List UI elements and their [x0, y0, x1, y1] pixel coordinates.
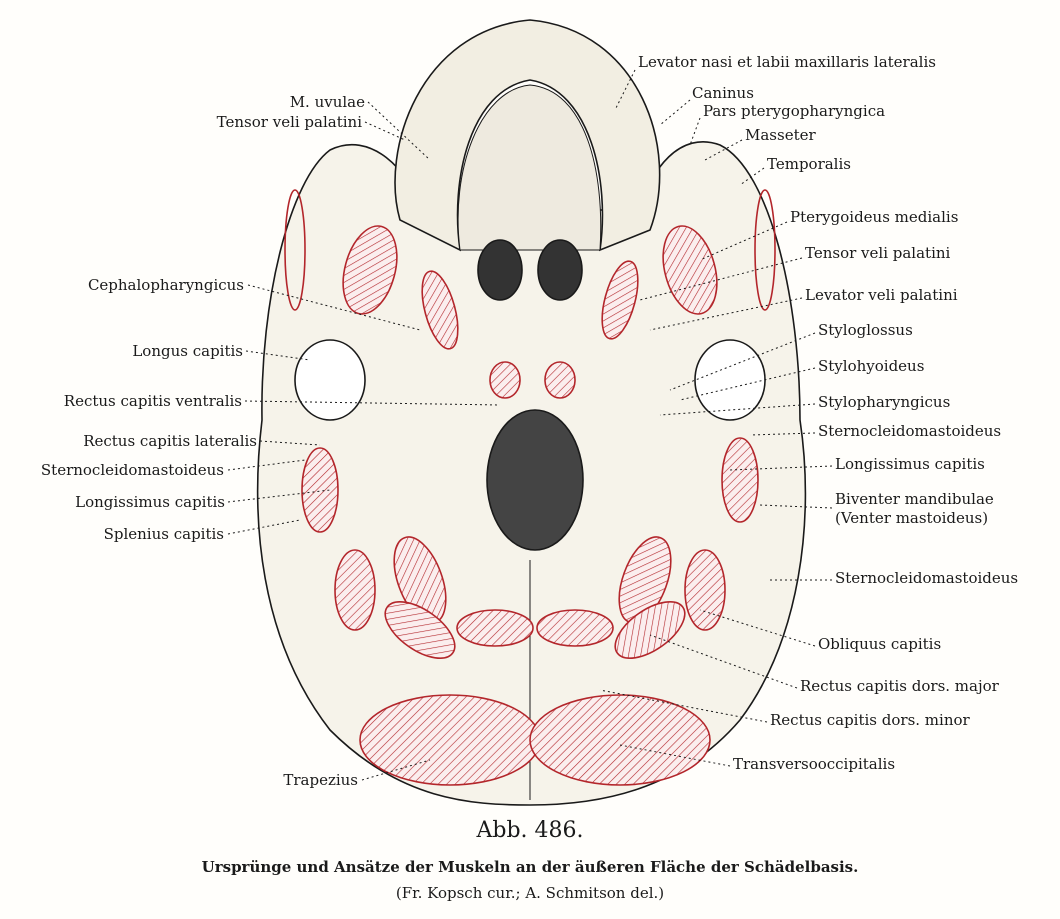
muscle-area [342, 225, 398, 315]
muscle-area [601, 260, 639, 340]
choana-left [477, 239, 523, 301]
label-levator-veli-palatini: Levator veli palatini [805, 286, 958, 304]
label-rectus-capitis-dors-minor: Rectus capitis dors. minor [770, 711, 970, 729]
leader-lines [227, 69, 833, 781]
muscle-area [334, 549, 376, 631]
muscle-area [614, 601, 686, 659]
label-obliquus-capitis: Obliquus capitis [818, 635, 942, 653]
label-rectus-capitis-dors-major: Rectus capitis dors. major [800, 677, 999, 695]
label-longissimus-capitis-left: Longissimus capitis [75, 493, 225, 511]
label-venter-mastoideus: (Venter mastoideus) [835, 509, 989, 527]
label-sternocleidomastoideus-right-upper: Sternocleidomastoideus [818, 422, 1002, 440]
label-stylopharyngicus: Stylopharyngicus [818, 393, 951, 411]
label-longus-capitis: Longus capitis [132, 342, 243, 360]
label-stylohyoideus: Stylohyoideus [818, 357, 925, 375]
label-tensor-veli-palatini-right: Tensor veli palatini [805, 244, 951, 262]
maxilla-dental-arch [394, 19, 661, 252]
label-m-uvulae: M. uvulae [289, 93, 365, 111]
label-splenius-capitis: Splenius capitis [103, 525, 224, 543]
choana-right [537, 239, 583, 301]
label-cephalopharyngicus: Cephalopharyngicus [87, 276, 244, 294]
muscle-area [421, 270, 459, 350]
muscle-attachments [284, 189, 776, 786]
figure-title: Ursprünge und Ansätze der Muskeln an der… [201, 858, 859, 876]
muscle-area [529, 694, 711, 786]
muscle-area [754, 189, 776, 311]
label-sternocleidomastoideus-right-lower: Sternocleidomastoideus [835, 569, 1019, 587]
muscle-area [684, 549, 726, 631]
muscle-area [456, 609, 534, 647]
muscle-area [544, 361, 576, 399]
zygomatic-fossa-left [294, 339, 366, 421]
muscle-area [536, 609, 614, 647]
figure-credits: (Fr. Kopsch cur.; A. Schmitson del.) [395, 884, 665, 902]
label-masseter: Masseter [745, 126, 816, 144]
label-biventer-mandibulae: Biventer mandibulae [835, 490, 994, 508]
label-rectus-capitis-lateralis: Rectus capitis lateralis [83, 432, 257, 450]
muscle-area [359, 694, 541, 786]
label-rectus-capitis-ventralis: Rectus capitis ventralis [63, 392, 242, 410]
label-pars-pterygopharyngica: Pars pterygopharyngica [703, 102, 886, 120]
muscle-area [721, 437, 759, 523]
muscle-area [489, 361, 521, 399]
label-temporalis: Temporalis [767, 155, 851, 173]
palate [457, 84, 602, 251]
muscle-area [301, 447, 339, 533]
label-trapezius: Trapezius [283, 771, 358, 789]
label-levator-nasi: Levator nasi et labii maxillaris lateral… [638, 53, 936, 71]
label-transversooccipitalis: Transversooccipitalis [733, 755, 896, 773]
figure-number: Abb. 486. [476, 818, 584, 843]
skull [256, 19, 807, 806]
label-tensor-veli-palatini-left: Tensor veli palatini [216, 113, 362, 131]
foramen-magnum [486, 409, 584, 551]
muscle-area [284, 189, 306, 311]
label-longissimus-capitis-right: Longissimus capitis [835, 455, 985, 473]
muscle-area [662, 225, 718, 315]
muscle-area [384, 601, 456, 659]
label-pterygoideus-medialis: Pterygoideus medialis [790, 208, 959, 226]
label-sternocleidomastoideus-left: Sternocleidomastoideus [40, 461, 224, 479]
label-caninus: Caninus [692, 84, 754, 102]
label-styloglossus: Styloglossus [818, 321, 913, 339]
